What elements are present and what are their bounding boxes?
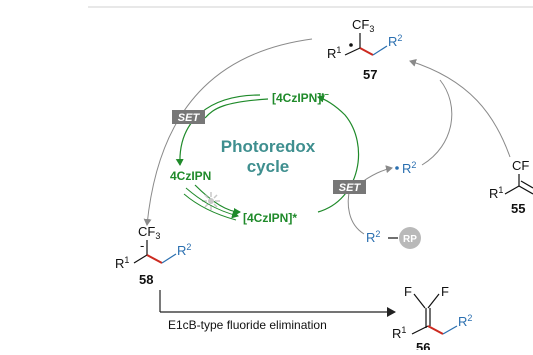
radical-dot	[395, 166, 399, 170]
elimination-label: E1cB-type fluoride elimination	[168, 318, 327, 332]
excitation-arrow-1	[185, 187, 239, 219]
c58-minus: -	[140, 238, 144, 253]
rp-label: RP	[403, 234, 417, 245]
svg-text:SET: SET	[339, 182, 362, 194]
c57-cf3: CF3	[352, 17, 374, 34]
c58-r2: R2	[177, 242, 191, 258]
c57-r1: R1	[327, 45, 341, 61]
cat-ground: 4CzIPN	[170, 169, 211, 183]
compound-57: CF3 R1 R2 57	[327, 17, 402, 82]
c58-cf3: CF3	[138, 224, 160, 241]
cycle-title-line1: Photoredox	[221, 137, 316, 156]
c58-number: 58	[139, 272, 153, 287]
c56-number: 56	[416, 340, 430, 350]
r2-radical: R2	[395, 160, 416, 176]
cycle-arc-right	[317, 94, 360, 213]
compound-58: CF3 - R1 R2 58	[115, 224, 191, 287]
set-top-arrow	[204, 98, 269, 119]
c57-r2: R2	[388, 33, 402, 49]
c55-r1: R1	[489, 185, 503, 201]
radical-r2: R2	[402, 160, 416, 176]
c56-f-right: F	[441, 284, 449, 299]
r2-rp-precursor: R2 RP	[366, 227, 421, 249]
cat-radical-anion: [4CzIPN]•−	[272, 90, 329, 105]
set-box-top: SET	[172, 110, 205, 124]
c58-r1: R1	[115, 255, 129, 271]
svg-text:SET: SET	[178, 112, 201, 124]
cat-excited: [4CzIPN]*	[243, 211, 297, 225]
c57-number: 57	[363, 67, 377, 82]
cycle-arc-lower-left	[194, 184, 241, 216]
elimination-arrow: E1cB-type fluoride elimination	[159, 290, 396, 332]
photoredox-cycle: [4CzIPN]•− 4CzIPN [4CzIPN]* Photoredox c…	[170, 90, 360, 225]
cycle-title-line2: cycle	[247, 157, 290, 176]
arrow-57-to-58	[143, 38, 313, 226]
set-box-right: SET	[333, 180, 366, 194]
c57-radical-dot	[349, 43, 353, 47]
arrow-set-to-radical	[361, 165, 393, 183]
arrow-55-to-57	[409, 59, 511, 158]
c55-number: 55	[511, 201, 525, 216]
precursor-r2: R2	[366, 229, 380, 245]
c56-f-left: F	[404, 284, 412, 299]
c56-r1: R1	[392, 325, 406, 341]
rp-circle	[399, 227, 421, 249]
c55-cf3: CF	[512, 158, 529, 173]
c56-r2: R2	[458, 313, 472, 329]
arrow-radical-to-57	[421, 79, 453, 166]
compound-56: F F R1 R2 56	[392, 284, 472, 355]
arrow-precursor-to-set	[347, 187, 365, 235]
compound-55: CF R1 55	[489, 158, 533, 216]
excitation-arrow-2	[183, 193, 237, 221]
